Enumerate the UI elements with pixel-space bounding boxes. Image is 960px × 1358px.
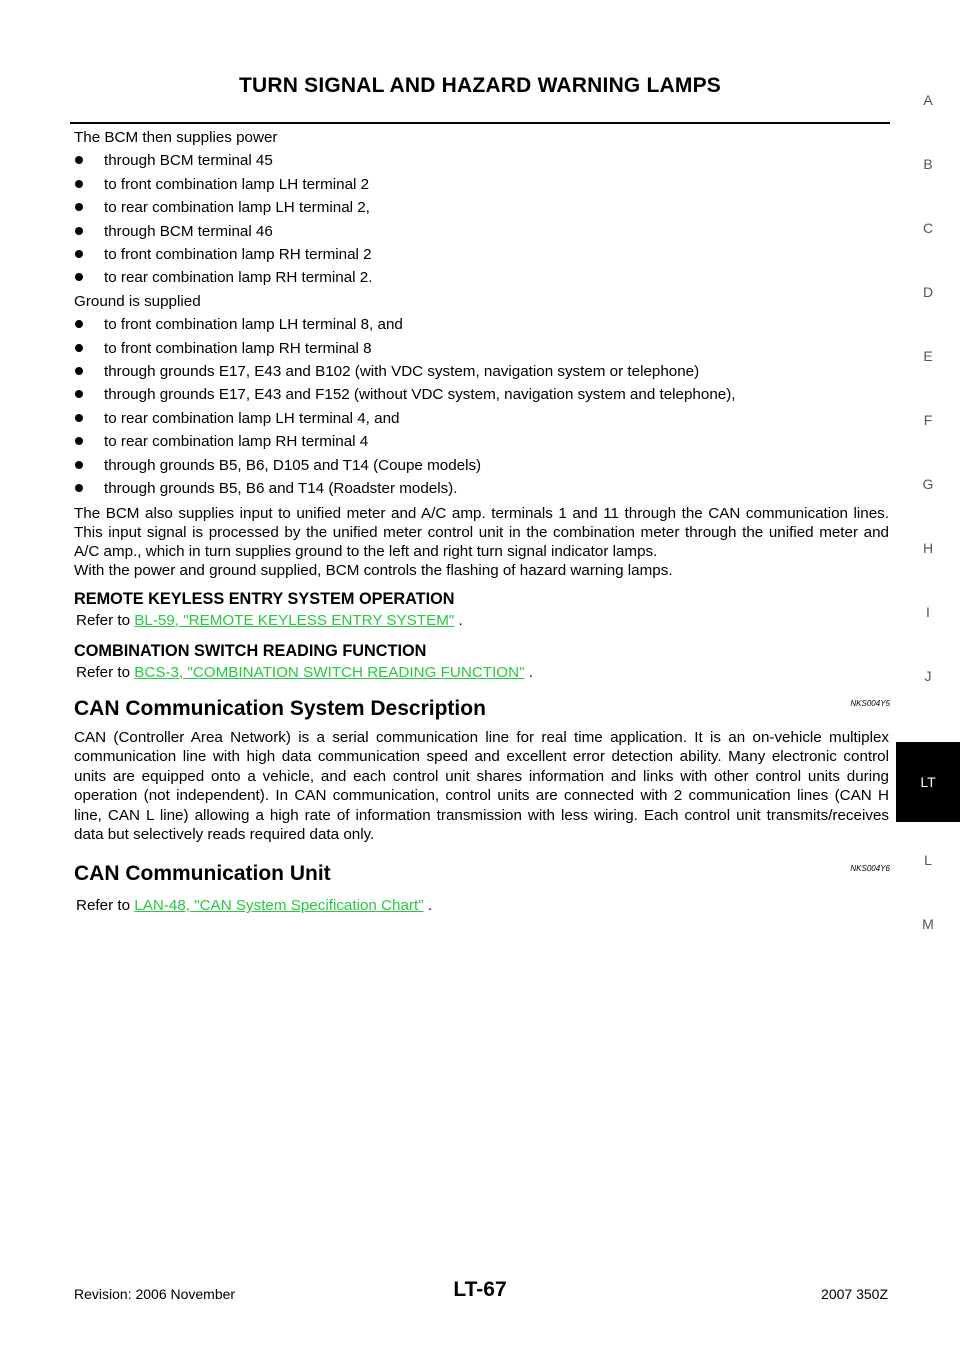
combo-link[interactable]: BCS-3, "COMBINATION SWITCH READING FUNCT… — [134, 663, 525, 681]
list-item: to front combination lamp LH terminal 8,… — [74, 313, 889, 336]
bullet-icon — [75, 484, 83, 493]
tab-b[interactable]: B — [923, 156, 933, 172]
footer-revision: Revision: 2006 November — [74, 1286, 236, 1302]
bullet-icon — [75, 203, 83, 212]
list-item: to front combination lamp RH terminal 8 — [74, 337, 889, 360]
bullet-icon — [75, 156, 83, 165]
power-bullet-list: through BCM terminal 45 to front combina… — [74, 149, 889, 289]
list-item: to rear combination lamp RH terminal 2. — [74, 266, 889, 289]
bullet-icon — [75, 367, 83, 376]
tab-h[interactable]: H — [922, 540, 934, 556]
tab-a[interactable]: A — [923, 92, 933, 108]
combo-reference: Refer to BCS-3, "COMBINATION SWITCH READ… — [76, 663, 533, 681]
tab-lt-active[interactable]: LT — [896, 742, 960, 822]
tab-f[interactable]: F — [923, 412, 933, 428]
title-divider — [70, 122, 890, 124]
list-item: to front combination lamp LH terminal 2 — [74, 173, 889, 196]
power-intro: The BCM then supplies power — [74, 129, 278, 146]
can-unit-reference: Refer to LAN-48, "CAN System Specificati… — [76, 897, 433, 915]
tab-j[interactable]: J — [924, 668, 932, 684]
page-title: TURN SIGNAL AND HAZARD WARNING LAMPS — [238, 74, 722, 97]
list-item: to rear combination lamp RH terminal 4 — [74, 430, 889, 453]
list-item: through BCM terminal 46 — [74, 220, 889, 243]
list-item: through grounds E17, E43 and F152 (witho… — [74, 383, 889, 406]
list-item: to rear combination lamp LH terminal 2, — [74, 196, 889, 219]
section-id: NKS004Y6 — [850, 864, 890, 874]
list-item: to rear combination lamp LH terminal 4, … — [74, 407, 889, 430]
bullet-icon — [75, 179, 83, 188]
ground-bullet-list: to front combination lamp LH terminal 8,… — [74, 313, 889, 500]
bullet-icon — [75, 273, 83, 282]
bullet-icon — [75, 413, 83, 422]
combo-heading: COMBINATION SWITCH READING FUNCTION — [74, 641, 427, 660]
bullet-icon — [75, 390, 83, 399]
bullet-icon — [75, 320, 83, 329]
bullet-icon — [75, 437, 83, 446]
list-item: to front combination lamp RH terminal 2 — [74, 243, 889, 266]
bcm-input-paragraph: The BCM also supplies input to unified m… — [74, 504, 889, 579]
rke-heading: REMOTE KEYLESS ENTRY SYSTEM OPERATION — [74, 589, 455, 608]
can-desc-heading: CAN Communication System Description NKS… — [74, 694, 890, 724]
rke-reference: Refer to BL-59, "REMOTE KEYLESS ENTRY SY… — [76, 611, 463, 629]
bullet-icon — [75, 460, 83, 469]
list-item: through BCM terminal 45 — [74, 149, 889, 172]
bullet-icon — [75, 226, 83, 235]
list-item: through grounds B5, B6, D105 and T14 (Co… — [74, 454, 889, 477]
can-desc-body: CAN (Controller Area Network) is a seria… — [74, 728, 889, 844]
rke-link[interactable]: BL-59, "REMOTE KEYLESS ENTRY SYSTEM" — [134, 611, 455, 629]
can-unit-link[interactable]: LAN-48, "CAN System Specification Chart" — [134, 897, 424, 915]
bullet-icon — [75, 343, 83, 352]
tab-g[interactable]: G — [922, 476, 934, 492]
tab-l[interactable]: L — [924, 852, 932, 868]
tab-m[interactable]: M — [922, 916, 934, 932]
page-number: LT-67 — [453, 1278, 507, 1301]
list-item: through grounds E17, E43 and B102 (with … — [74, 360, 889, 383]
ground-intro: Ground is supplied — [74, 292, 201, 310]
list-item: through grounds B5, B6 and T14 (Roadster… — [74, 477, 889, 500]
tab-e[interactable]: E — [923, 348, 933, 364]
footer-model: 2007 350Z — [821, 1286, 888, 1302]
section-id: NKS004Y5 — [850, 698, 890, 708]
main-content: The BCM then supplies power through BCM … — [74, 126, 890, 917]
tab-d[interactable]: D — [922, 284, 934, 300]
can-unit-heading: CAN Communication Unit NKS004Y6 — [74, 859, 890, 889]
bullet-icon — [75, 250, 83, 259]
tab-i[interactable]: I — [926, 604, 930, 620]
tab-c[interactable]: C — [922, 220, 934, 236]
